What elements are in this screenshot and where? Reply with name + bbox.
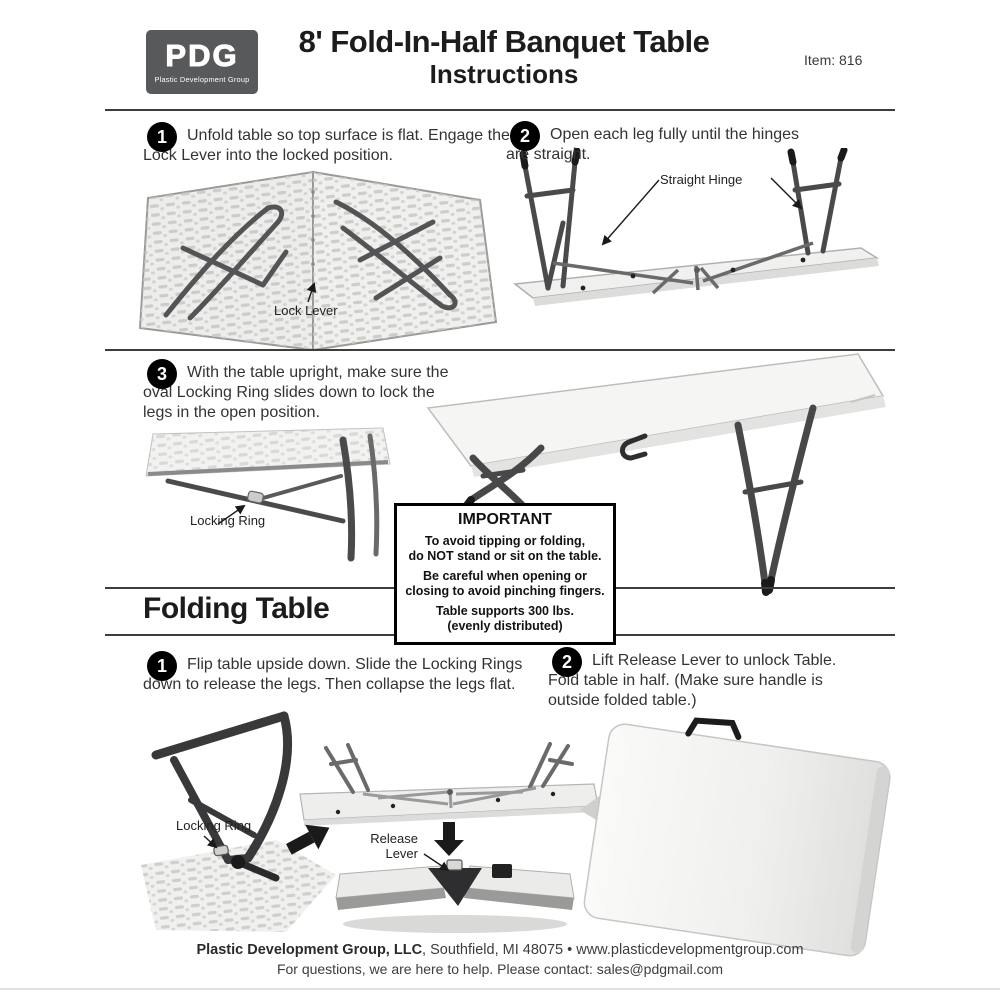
step1-badge: 1 bbox=[147, 122, 177, 152]
step3-badge: 3 bbox=[147, 359, 177, 389]
footer: Plastic Development Group, LLC, Southfie… bbox=[100, 941, 900, 979]
board-rivets bbox=[580, 257, 806, 291]
important-box: IMPORTANT To avoid tipping or folding, d… bbox=[394, 503, 616, 645]
leg-assembly-right bbox=[790, 155, 844, 256]
upright-feet-right bbox=[761, 576, 775, 596]
pdg-logo-subtext: Plastic Development Group bbox=[154, 74, 250, 84]
important-line: (evenly distributed) bbox=[447, 619, 563, 633]
straight-hinge-arrow-left bbox=[601, 179, 660, 246]
important-line: Be careful when opening or bbox=[423, 569, 587, 583]
locking-ring-illustration bbox=[145, 427, 391, 562]
important-title: IMPORTANT bbox=[458, 511, 552, 528]
divider-header bbox=[105, 109, 895, 111]
open-legs-illustration bbox=[513, 148, 880, 306]
important-line: Table supports 300 lbs. bbox=[435, 604, 574, 618]
arrow-right-icon bbox=[286, 824, 330, 855]
page-title: 8' Fold-In-Half Banquet Table bbox=[298, 24, 710, 59]
upright-legs-right bbox=[734, 404, 817, 587]
folded-legs-right bbox=[333, 199, 458, 311]
folding-step2-text: Lift Release Lever to unlock Table. Fold… bbox=[548, 652, 837, 709]
latch-block bbox=[492, 864, 512, 878]
lock-lever-label: Lock Lever bbox=[274, 303, 338, 318]
pdg-logo: PDG Plastic Development Group bbox=[146, 30, 258, 94]
footer-company: Plastic Development Group, LLC bbox=[196, 942, 423, 958]
straight-hinge-label: Straight Hinge bbox=[660, 172, 743, 187]
page-subtitle: Instructions bbox=[429, 59, 579, 89]
divider-row1 bbox=[105, 349, 895, 351]
footer-address: , Southfield, MI 48075 • www.plasticdeve… bbox=[422, 942, 804, 958]
flip-table-illustration bbox=[299, 742, 599, 826]
folded-legs-left bbox=[163, 204, 289, 321]
unfold-table-illustration bbox=[138, 170, 498, 352]
divider-bottom bbox=[0, 988, 1000, 990]
feet-right bbox=[787, 148, 848, 166]
important-line: do NOT stand or sit on the table. bbox=[408, 549, 602, 563]
straight-hinge-arrow-right bbox=[770, 177, 803, 210]
item-number: Item: 816 bbox=[804, 52, 863, 68]
collapsing-legs-left bbox=[324, 743, 370, 794]
header-title-block: 8' Fold-In-Half Banquet Table Instructio… bbox=[258, 24, 750, 90]
release-lever-label: Release Lever bbox=[370, 831, 418, 861]
locking-ring-arrow bbox=[217, 504, 246, 525]
collapse-legs-illustration bbox=[141, 711, 336, 932]
arrow-down-icon bbox=[434, 822, 464, 856]
folding-locking-ring-label: Locking Ring bbox=[176, 818, 252, 833]
footer-line1: Plastic Development Group, LLC, Southfie… bbox=[100, 941, 900, 960]
carry-handle bbox=[685, 717, 742, 740]
release-lever-part bbox=[446, 859, 463, 871]
locking-ring-part bbox=[213, 844, 229, 857]
step3-text: With the table upright, make sure the ov… bbox=[143, 364, 449, 421]
release-lever-arrow bbox=[423, 853, 450, 872]
step2-badge: 2 bbox=[510, 121, 540, 151]
folding-step1-text: Flip table upside down. Slide the Lockin… bbox=[143, 656, 523, 693]
table-handle bbox=[620, 433, 648, 461]
locking-ring-part bbox=[247, 490, 264, 504]
collapsing-legs-right bbox=[528, 742, 574, 789]
folding-step1-badge: 1 bbox=[147, 651, 177, 681]
pdg-logo-acronym: PDG bbox=[165, 37, 239, 73]
folding-step2-badge: 2 bbox=[552, 647, 582, 677]
folded-table-illustration bbox=[580, 717, 891, 957]
locking-ring-label: Locking Ring bbox=[190, 513, 266, 528]
folding-table-heading: Folding Table bbox=[143, 592, 330, 625]
footer-line2: For questions, we are here to help. Plea… bbox=[276, 961, 724, 977]
important-line: closing to avoid pinching fingers. bbox=[405, 584, 605, 598]
lock-lever-arrow bbox=[306, 282, 317, 303]
important-line: To avoid tipping or folding, bbox=[424, 534, 586, 548]
locking-ring-arrow bbox=[203, 835, 218, 849]
step1-text: Unfold table so top surface is flat. Eng… bbox=[143, 127, 510, 164]
center-hinge-gap bbox=[428, 868, 482, 906]
release-lever-illustration bbox=[335, 853, 575, 933]
hinge-braces bbox=[552, 241, 814, 295]
board-rivets bbox=[335, 791, 556, 815]
leg-assembly-left bbox=[522, 159, 578, 291]
feet-left bbox=[519, 148, 581, 170]
step2-text: Open each leg fully until the hinges are… bbox=[506, 126, 800, 163]
